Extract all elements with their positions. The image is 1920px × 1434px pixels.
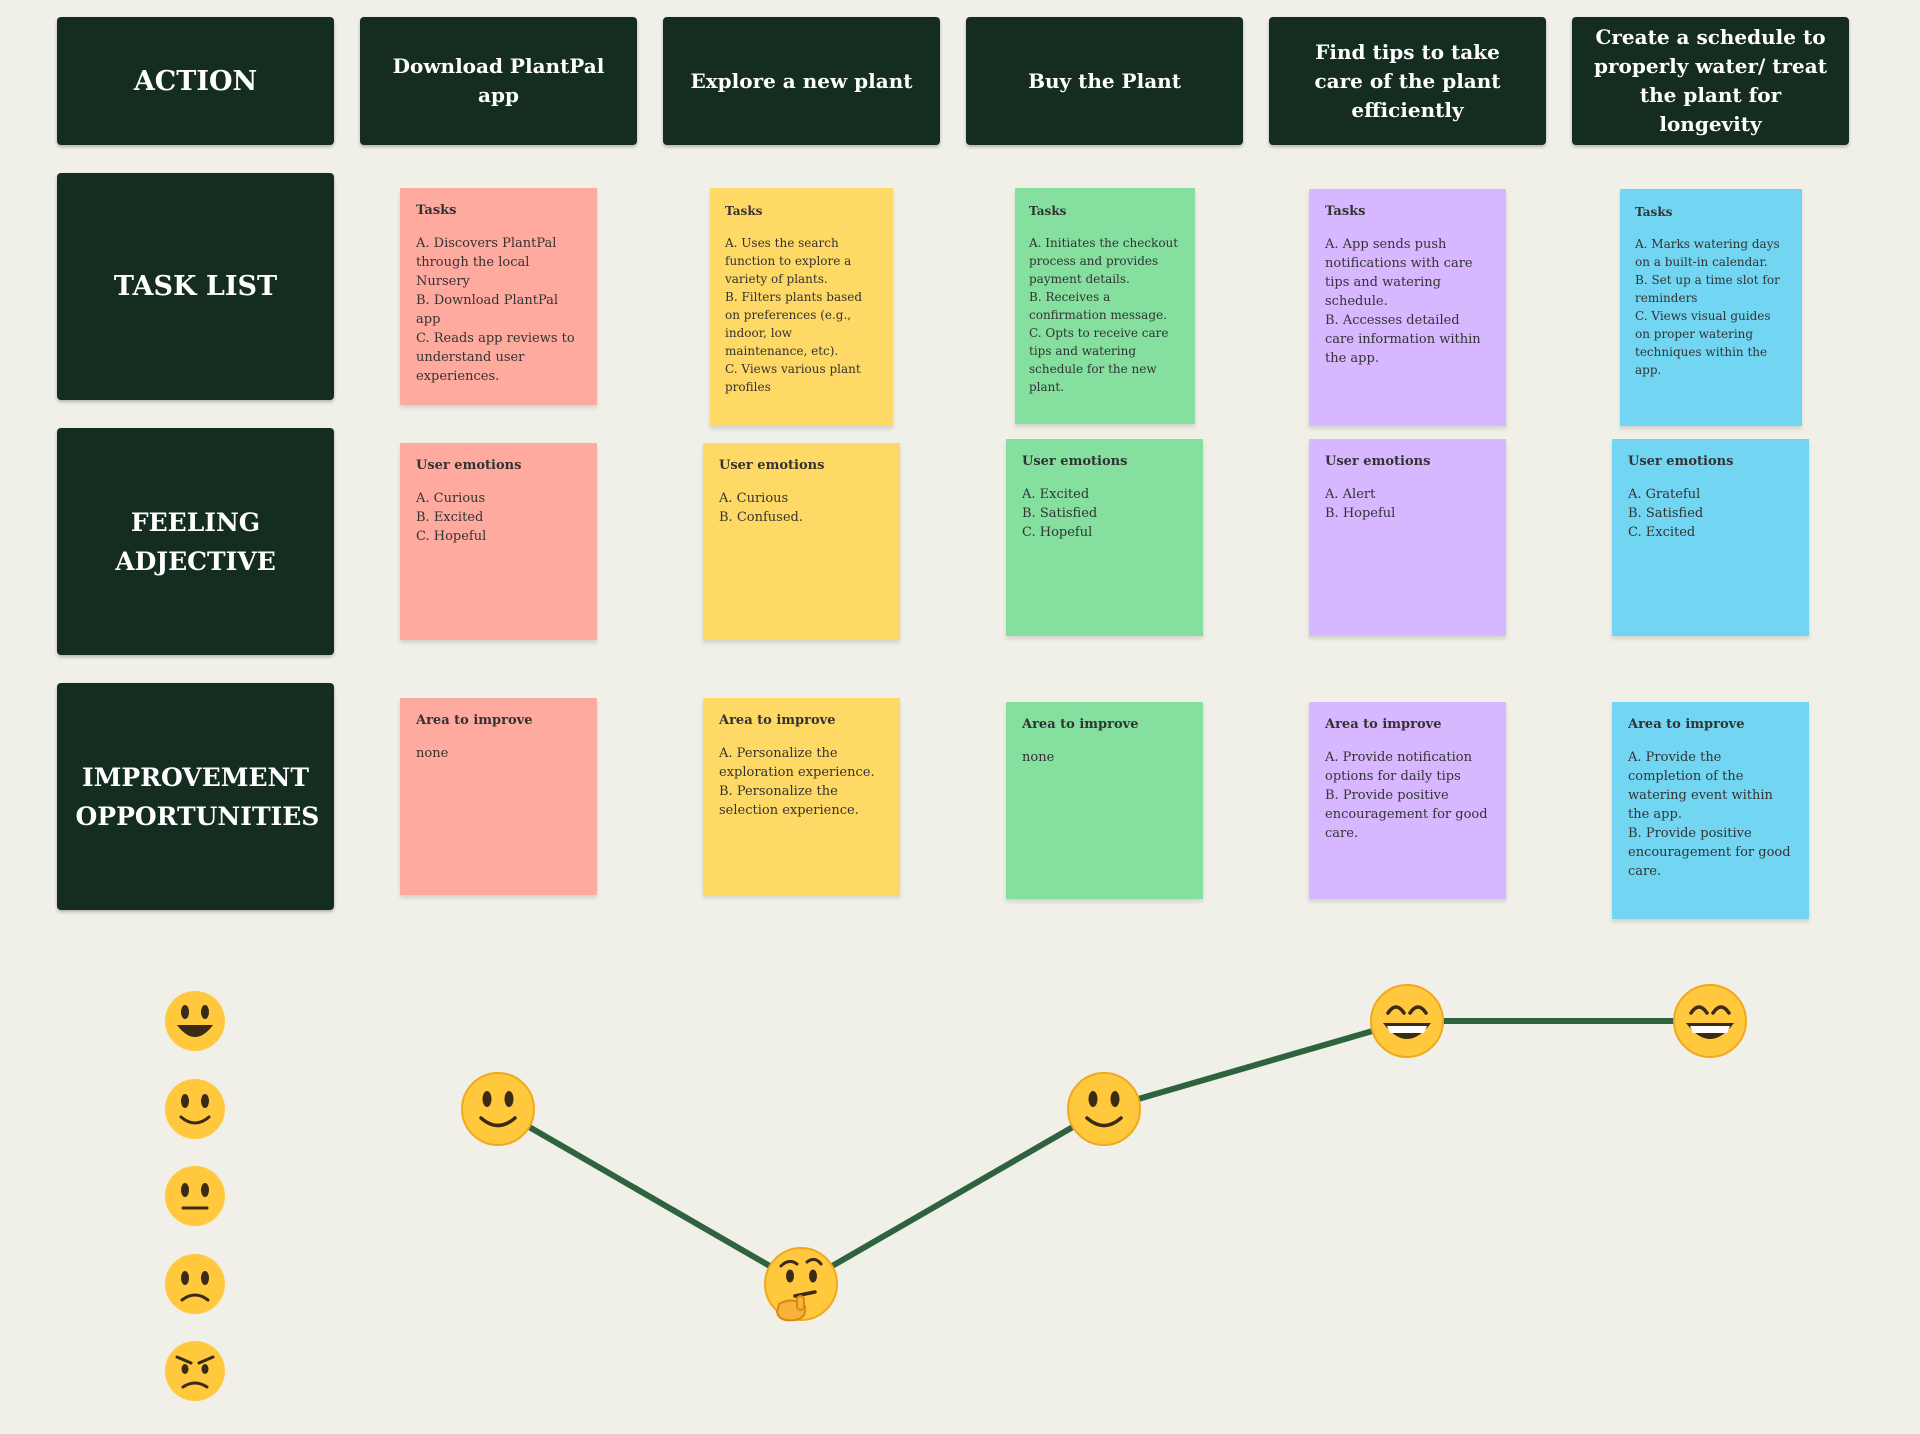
sticky-note-tasks-5: Tasks A. Marks watering days on a built-…: [1620, 189, 1802, 426]
grinning-emoji-icon: [1673, 984, 1747, 1058]
note-item: A. Provide notification options for dail…: [1325, 750, 1472, 784]
note-title: User emotions: [719, 458, 825, 473]
note-title: Tasks: [416, 203, 457, 218]
note-item: C. Hopeful: [416, 529, 487, 544]
note-item: B. Receives a confirmation message.: [1029, 290, 1167, 322]
thinking-emoji-icon: [764, 1247, 838, 1322]
column-header-3: Buy the Plant: [966, 17, 1243, 145]
note-item: C. Opts to receive care tips and waterin…: [1029, 326, 1169, 394]
note-item: B. Set up a time slot for reminders: [1635, 273, 1780, 305]
column-header-2: Explore a new plant: [663, 17, 940, 145]
note-item: C. Views visual guides on proper waterin…: [1635, 309, 1771, 377]
note-item: C. Hopeful: [1022, 525, 1093, 540]
neutral-emoji-icon: [165, 1166, 225, 1226]
grinning-emoji-icon: [1370, 984, 1444, 1058]
note-item: B. Personalize the selection experience.: [719, 784, 859, 818]
note-item: B. Provide positive encouragement for go…: [1628, 826, 1791, 879]
row-header-task-list: TASK LIST: [57, 173, 334, 400]
note-item: A. Curious: [719, 491, 789, 506]
note-item: B. Confused.: [719, 510, 803, 525]
row-header-improvement-text: IMPROVEMENT OPPORTUNITIES: [75, 762, 320, 831]
note-item: B. Excited: [416, 510, 484, 525]
note-item: C. Reads app reviews to understand user …: [416, 331, 575, 384]
note-item: C. Excited: [1628, 525, 1696, 540]
sticky-note-improve-1: Area to improve none: [400, 698, 597, 895]
sticky-note-tasks-4: Tasks A. App sends push notifications wi…: [1309, 189, 1506, 426]
sticky-note-improve-5: Area to improve A. Provide the completio…: [1612, 702, 1809, 919]
sticky-note-improve-4: Area to improve A. Provide notification …: [1309, 702, 1506, 899]
sad-emoji-icon: [165, 1254, 225, 1314]
sentiment-line: [495, 1018, 1713, 1287]
note-title: Area to improve: [1022, 717, 1139, 732]
sticky-note-emotions-3: User emotions A. Excited B. Satisfied C.…: [1006, 439, 1203, 636]
happy-emoji-icon: [165, 1079, 225, 1139]
note-title: Area to improve: [1325, 717, 1442, 732]
column-header-5: Create a schedule to properly water/ tre…: [1572, 17, 1849, 145]
sticky-note-emotions-1: User emotions A. Curious B. Excited C. H…: [400, 443, 597, 640]
note-item: none: [416, 746, 449, 761]
note-item: A. Personalize the exploration experienc…: [719, 746, 875, 780]
row-header-feeling-text: FEELING ADJECTIVE: [115, 507, 276, 576]
note-item: B. Provide positive encouragement for go…: [1325, 788, 1488, 841]
sticky-note-improve-2: Area to improve A. Personalize the explo…: [703, 698, 900, 895]
column-header-4: Find tips to take care of the plant effi…: [1269, 17, 1546, 145]
row-header-feeling-adjective: FEELING ADJECTIVE: [57, 428, 334, 655]
note-item: A. Marks watering days on a built-in cal…: [1635, 237, 1780, 269]
sticky-note-emotions-5: User emotions A. Grateful B. Satisfied C…: [1612, 439, 1809, 636]
note-item: B. Download PlantPal app: [416, 293, 559, 327]
note-item: A. Excited: [1022, 487, 1090, 502]
smiling-emoji-icon: [461, 1072, 535, 1146]
note-item: B. Filters plants based on preferences (…: [725, 290, 863, 358]
note-item: B. Hopeful: [1325, 506, 1396, 521]
note-item: A. App sends push notifications with car…: [1325, 237, 1473, 309]
note-item: A. Alert: [1325, 487, 1376, 502]
note-item: A. Uses the search function to explore a…: [725, 236, 852, 286]
row-header-action: ACTION: [57, 17, 334, 145]
note-item: A. Curious: [416, 491, 486, 506]
note-title: User emotions: [1022, 454, 1128, 469]
note-title: User emotions: [416, 458, 522, 473]
note-title: Area to improve: [1628, 717, 1745, 732]
note-item: B. Satisfied: [1628, 506, 1704, 521]
note-title: Tasks: [1029, 204, 1067, 218]
note-title: Tasks: [725, 204, 763, 218]
note-item: C. Views various plant profiles: [725, 362, 861, 394]
note-item: none: [1022, 750, 1055, 765]
sentiment-points: [461, 984, 1747, 1322]
sticky-note-tasks-1: Tasks A. Discovers PlantPal through the …: [400, 188, 597, 405]
sticky-note-emotions-4: User emotions A. Alert B. Hopeful: [1309, 439, 1506, 636]
note-title: Tasks: [1325, 204, 1366, 219]
very-happy-emoji-icon: [165, 991, 225, 1051]
sticky-note-tasks-3: Tasks A. Initiates the checkout process …: [1015, 188, 1195, 424]
note-item: B. Accesses detailed care information wi…: [1325, 313, 1481, 366]
note-item: A. Initiates the checkout process and pr…: [1029, 236, 1179, 286]
sticky-note-emotions-2: User emotions A. Curious B. Confused.: [703, 443, 900, 640]
note-title: Area to improve: [719, 713, 836, 728]
column-header-1: Download PlantPal app: [360, 17, 637, 145]
note-title: User emotions: [1325, 454, 1431, 469]
note-title: User emotions: [1628, 454, 1734, 469]
note-item: A. Discovers PlantPal through the local …: [416, 236, 557, 289]
note-title: Area to improve: [416, 713, 533, 728]
note-item: A. Provide the completion of the waterin…: [1628, 750, 1773, 822]
smiling-emoji-icon: [1067, 1072, 1141, 1146]
note-item: B. Satisfied: [1022, 506, 1098, 521]
note-title: Tasks: [1635, 205, 1673, 219]
sticky-note-tasks-2: Tasks A. Uses the search function to exp…: [710, 188, 893, 426]
sticky-note-improve-3: Area to improve none: [1006, 702, 1203, 899]
row-header-improvement-opportunities: IMPROVEMENT OPPORTUNITIES: [57, 683, 334, 910]
angry-emoji-icon: [165, 1341, 225, 1401]
note-item: A. Grateful: [1628, 487, 1701, 502]
